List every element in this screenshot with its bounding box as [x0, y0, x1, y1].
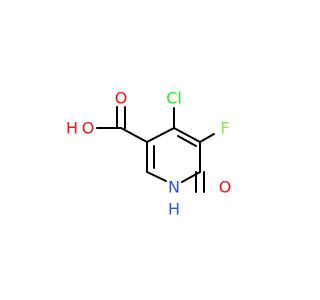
bond-ring-c4-c5 — [173, 127, 201, 143]
bond-ring-c3-c4 — [146, 127, 175, 143]
carbonyl-oxygen-label: O — [115, 89, 128, 108]
bond-ring-n1-c2 — [146, 171, 167, 182]
bond-c3-carboxyl — [120, 127, 148, 143]
molecule-structure: H O O Cl F N H O — [66, 89, 231, 219]
atom-label-group: H O O Cl F N H O — [66, 89, 231, 219]
bond-ring-c4-c5-inner — [177, 135, 197, 147]
bond-c5-f — [199, 133, 215, 143]
bond-group — [96, 106, 215, 193]
hydroxyl-hydrogen-label: H — [66, 119, 78, 138]
nitrogen-hydrogen-label: H — [168, 200, 180, 219]
ring-nitrogen-label: N — [168, 178, 180, 197]
chlorine-label: Cl — [166, 89, 182, 108]
hydroxyl-oxygen-label: O — [82, 119, 95, 138]
oxo-oxygen-label: O — [219, 178, 232, 197]
bond-ring-c6-n1-a — [181, 171, 201, 183]
structure-canvas: H O O Cl F N H O — [65, 88, 232, 219]
fluorine-label: F — [220, 119, 229, 138]
